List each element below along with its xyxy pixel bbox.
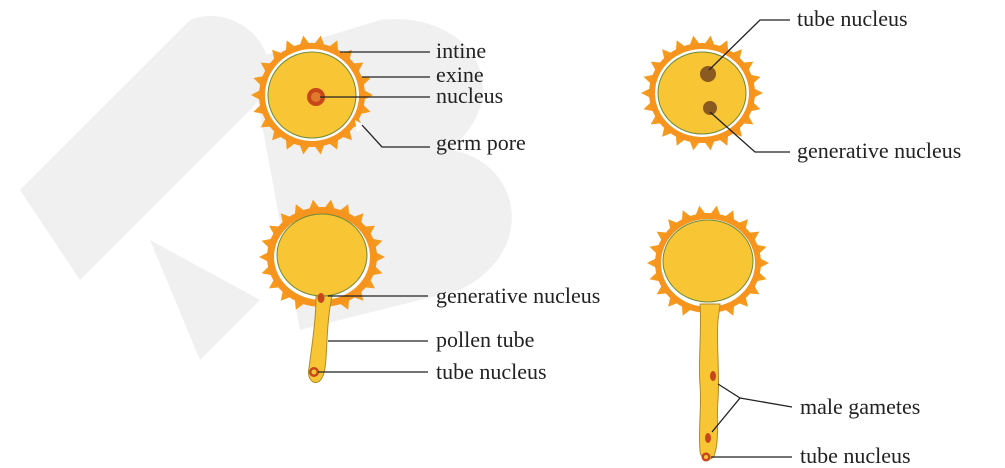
label-nucleus: nucleus (436, 83, 503, 108)
label-pollen-tube: pollen tube (436, 327, 534, 352)
label-generative-nucleus: generative nucleus (436, 283, 600, 308)
label-tube-nucleus: tube nucleus (800, 443, 911, 468)
tube-nucleus (700, 66, 716, 82)
tube-nucleus-core (704, 455, 708, 459)
label-germ-pore: germ pore (436, 130, 526, 155)
tube-nucleus-core (312, 370, 317, 375)
label-intine: intine (436, 38, 486, 63)
cytoplasm (658, 52, 746, 134)
male-gamete (705, 433, 711, 443)
label-generative-nucleus: generative nucleus (797, 138, 961, 163)
leader-lines-d (711, 384, 792, 457)
male-gamete (710, 371, 716, 381)
label-tube-nucleus: tube nucleus (436, 359, 547, 384)
cytoplasm (277, 214, 367, 296)
cytoplasm (663, 220, 753, 302)
label-tube-nucleus: tube nucleus (797, 6, 908, 31)
generative-nucleus (318, 293, 325, 303)
pollen-grain-with-gametes (647, 206, 769, 462)
pollen-grain-two-celled (641, 36, 763, 151)
nucleus-detail (311, 92, 321, 102)
generative-nucleus (703, 101, 717, 115)
label-male-gametes: male gametes (800, 394, 920, 419)
